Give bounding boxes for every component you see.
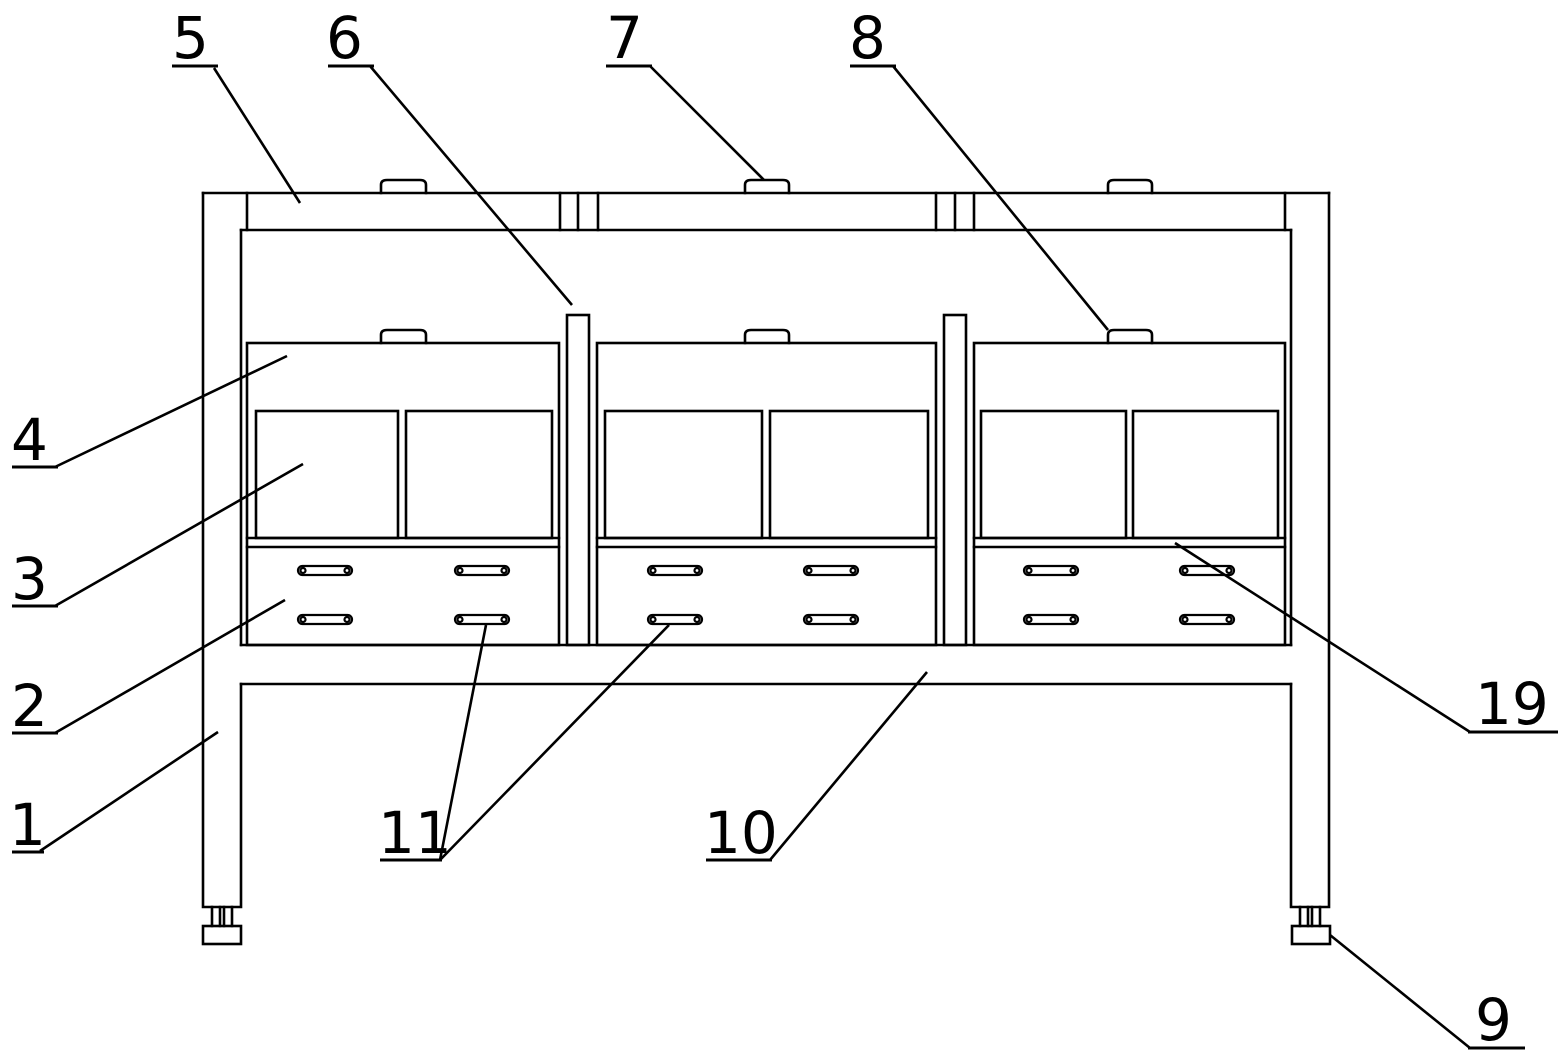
lower-rail	[239, 643, 1293, 686]
label-2: 2	[11, 672, 48, 740]
label-5: 5	[172, 4, 209, 72]
top-handles	[379, 178, 1154, 195]
cabinet-unit-right	[972, 328, 1287, 647]
drawer-handles	[296, 564, 1236, 626]
label-3: 3	[11, 545, 48, 613]
label-7: 7	[606, 4, 643, 72]
cabinet-unit-left	[245, 328, 561, 647]
label-1: 1	[9, 791, 46, 859]
adjustable-feet	[201, 905, 1332, 946]
vertical-dividers	[565, 313, 968, 647]
leader-lines	[39, 65, 1471, 1050]
label-6: 6	[326, 4, 363, 72]
label-9: 9	[1475, 986, 1512, 1054]
cabinet-unit-middle	[595, 328, 938, 647]
label-10: 10	[704, 799, 778, 867]
frame-legs	[201, 191, 1331, 909]
label-19: 19	[1475, 670, 1549, 738]
label-8: 8	[849, 4, 886, 72]
label-11: 11	[378, 799, 452, 867]
label-4: 4	[11, 406, 48, 474]
label-underlines	[12, 64, 1558, 1050]
part-labels: 5 6 7 8 4 3 2 1 11 10 19 9	[9, 4, 1549, 1054]
top-rail	[201, 191, 1331, 232]
